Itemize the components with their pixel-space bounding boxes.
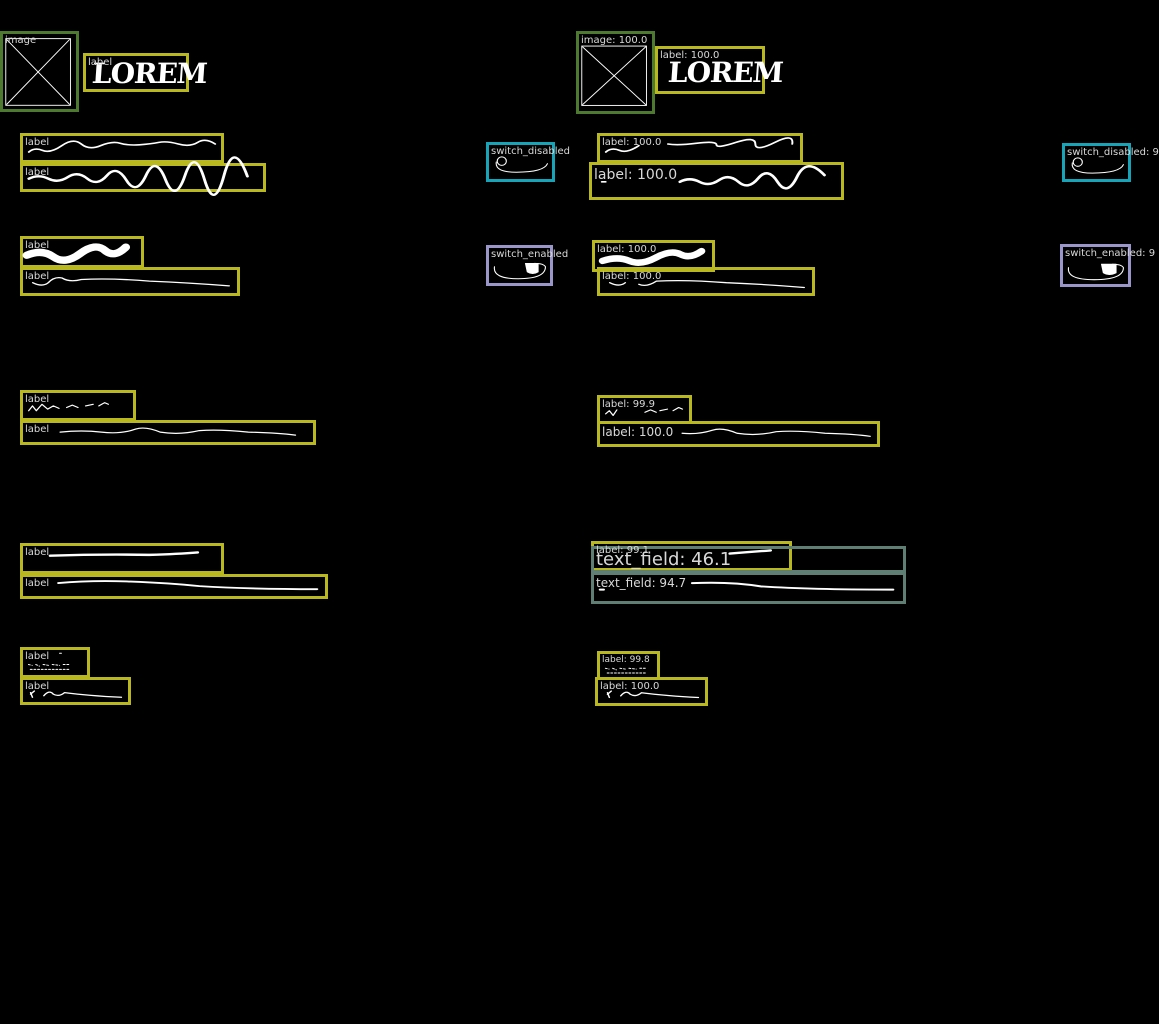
element-tag: label: 99.9 xyxy=(602,399,655,410)
scribble xyxy=(681,428,871,437)
element-tag: label xyxy=(25,681,50,692)
label-row1-top: label xyxy=(20,133,224,163)
lorem-text: LOREM xyxy=(666,56,784,89)
element-tag: label: 100.0 xyxy=(602,137,662,148)
scribble xyxy=(606,690,700,699)
scribble xyxy=(57,580,319,591)
element-tag: image: 100.0 xyxy=(581,35,648,46)
element-tag: switch_enabled: 9 xyxy=(1065,248,1156,259)
element-tag: label xyxy=(25,651,50,662)
element-tag: label: 100.0 xyxy=(602,425,674,439)
toggle-on-icon xyxy=(493,262,546,280)
label-lorem: label LOREM xyxy=(83,53,208,92)
switch-disabled[interactable]: switch_disabled: 9 xyxy=(1062,143,1159,182)
scribble xyxy=(27,652,72,670)
label-row5-bottom: label xyxy=(20,677,131,705)
element-tag: text_field: 46.1 xyxy=(596,549,732,570)
element-tag: label xyxy=(25,424,50,435)
element-tag: label xyxy=(88,57,113,68)
scribble xyxy=(48,551,200,557)
image-placeholder: image: 100.0 xyxy=(576,31,655,114)
image-placeholder-icon xyxy=(581,45,647,106)
label-row2-top: label: 100.0 xyxy=(592,240,715,272)
label-row2-top: label xyxy=(20,236,144,268)
element-tag: label: 100.0 xyxy=(597,244,657,255)
scribble xyxy=(29,690,123,698)
text-field-bottom[interactable]: text_field: 94.7 xyxy=(591,572,906,604)
element-tag: label xyxy=(25,547,50,558)
label-row2-bottom: label xyxy=(20,267,240,296)
label-row5-top: label xyxy=(20,647,90,678)
element-tag: switch_enabled xyxy=(491,249,569,260)
image-placeholder: image xyxy=(0,31,79,112)
element-tag: label xyxy=(25,394,50,405)
scribble xyxy=(604,667,648,674)
element-tag: label: 100.0 xyxy=(600,681,660,692)
toggle-on-icon xyxy=(1067,263,1124,281)
element-tag: text_field: 94.7 xyxy=(596,576,687,590)
toggle-off-icon xyxy=(495,156,548,173)
element-tag: label xyxy=(25,240,50,251)
element-tag: label xyxy=(25,578,50,589)
scribble xyxy=(22,243,131,264)
element-tag: switch_disabled xyxy=(491,146,571,157)
switch-enabled[interactable]: switch_enabled xyxy=(486,245,568,286)
element-tag: switch_disabled: 9 xyxy=(1067,147,1159,158)
scribble xyxy=(608,279,805,289)
element-tag: label: 100.0 xyxy=(660,50,720,61)
scribble xyxy=(600,165,826,190)
text-field-top[interactable]: text_field: 46.1 xyxy=(591,546,906,573)
element-tag: label xyxy=(25,167,50,178)
scribble xyxy=(27,139,217,153)
label-row1-bottom: label xyxy=(20,156,266,196)
scribble xyxy=(28,402,110,412)
scribble xyxy=(31,276,230,287)
scribble xyxy=(604,137,794,153)
label-row3-top: label: 99.9 xyxy=(597,395,692,424)
toggle-off-icon xyxy=(1071,157,1124,174)
label-row3-bottom: label: 100.0 xyxy=(597,421,880,447)
label-row1-top: label: 100.0 xyxy=(597,133,803,163)
scribble xyxy=(27,156,249,196)
scribble xyxy=(598,581,895,591)
scribble xyxy=(728,549,773,555)
label-row4-bottom: label xyxy=(20,574,328,599)
label-row3-top: label xyxy=(20,390,136,421)
scribble xyxy=(59,427,297,436)
label-row5-bottom: label: 100.0 xyxy=(595,677,708,706)
element-tag: label: 100.0 xyxy=(602,271,662,282)
switch-enabled[interactable]: switch_enabled: 9 xyxy=(1060,244,1155,287)
label-row1-bottom: label: 100.0 xyxy=(589,162,844,200)
image-placeholder-icon xyxy=(5,38,71,106)
scribble xyxy=(604,406,684,417)
scribble xyxy=(598,247,706,266)
label-lorem: label: 100.0 LOREM xyxy=(655,46,784,94)
element-tag: image xyxy=(5,35,37,46)
label-row2-bottom: label: 100.0 xyxy=(597,267,815,296)
label-row5-top: label: 99.8 xyxy=(597,651,660,680)
element-tag: label: 100.0 xyxy=(594,167,678,183)
label-row4-top: label xyxy=(20,543,224,574)
element-tag: label xyxy=(25,271,50,282)
element-tag: label: 99.1 xyxy=(596,545,649,556)
switch-disabled[interactable]: switch_disabled xyxy=(486,142,570,182)
element-tag: label xyxy=(25,137,50,148)
element-tag: label: 99.8 xyxy=(602,655,650,665)
label-row3-bottom: label xyxy=(20,420,316,445)
